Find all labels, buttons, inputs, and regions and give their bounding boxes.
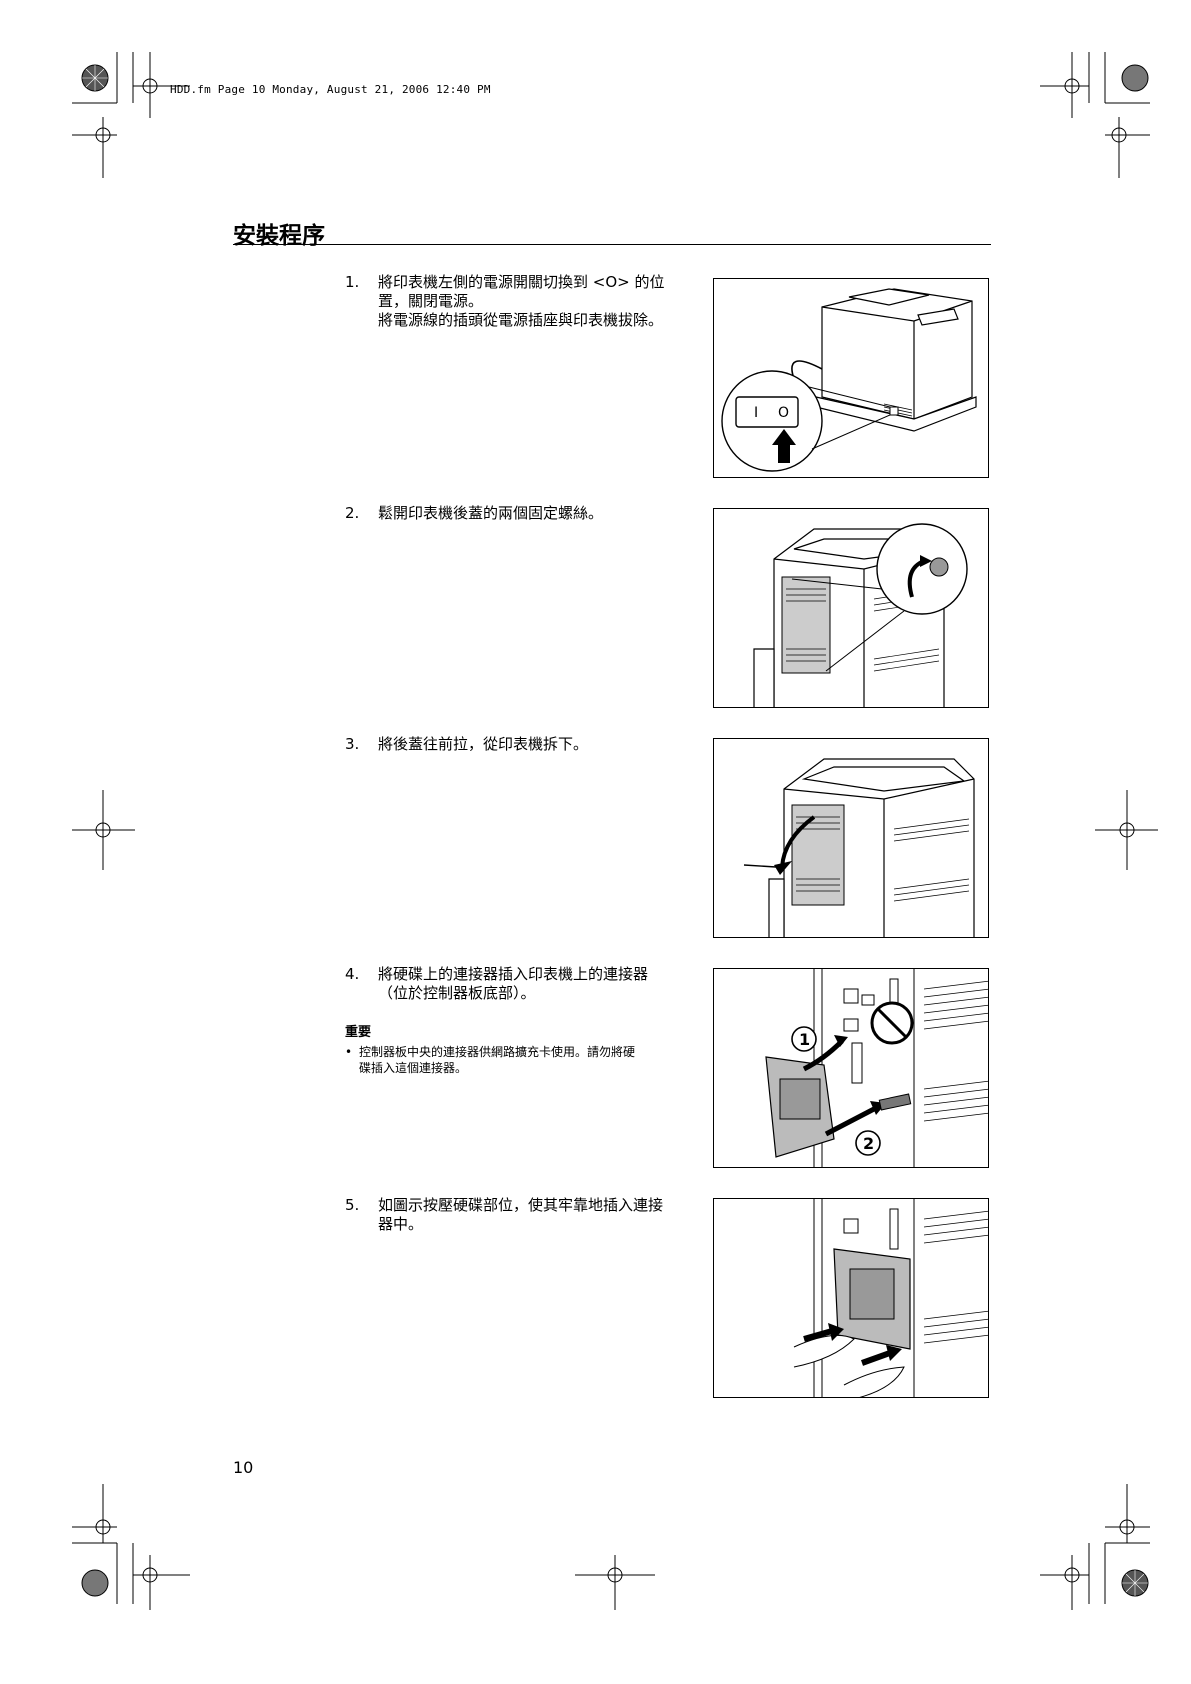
step-number: 2. (345, 504, 375, 523)
step-number: 4. (345, 965, 375, 984)
title-rule (233, 244, 991, 245)
important-text-line: 碟插入這個連接器。 (359, 1060, 685, 1076)
page-number: 10 (233, 1458, 253, 1477)
step-number: 3. (345, 735, 375, 754)
step-1: 1. 將印表機左側的電源開關切換到 <O> 的位 置，關閉電源。 將電源線的插頭… (345, 273, 690, 330)
step-4: 4. 將硬碟上的連接器插入印表機上的連接器 （位於控制器板底部）。 (345, 965, 690, 1003)
important-text-line: 控制器板中央的連接器供網路擴充卡使用。請勿將硬 (359, 1044, 685, 1060)
step-text-line: 鬆開印表機後蓋的兩個固定螺絲。 (378, 504, 690, 523)
switch-off-label: O (778, 405, 789, 421)
figure-press-hdd (713, 1198, 989, 1398)
step-text-line: （位於控制器板底部）。 (378, 984, 690, 1003)
figure-loosen-screws (713, 508, 989, 708)
step-text-line: 置，關閉電源。 (378, 292, 690, 311)
step-5: 5. 如圖示按壓硬碟部位，使其牢靠地插入連接 器中。 (345, 1196, 690, 1234)
step-text-line: 將印表機左側的電源開關切換到 <O> 的位 (378, 273, 690, 292)
step-text-line: 將電源線的插頭從電源插座與印表機拔除。 (378, 311, 690, 330)
press-arrow-right-icon (862, 1353, 890, 1363)
figure-remove-cover (713, 738, 989, 938)
step-text-line: 將硬碟上的連接器插入印表機上的連接器 (378, 965, 690, 984)
step-3: 3. 將後蓋往前拉，從印表機拆下。 (345, 735, 690, 754)
file-info-header: HDD.fm Page 10 Monday, August 21, 2006 1… (170, 83, 491, 96)
important-title: 重要 (345, 1021, 685, 1040)
arrow-step-2-icon (826, 1109, 874, 1134)
step-text-line: 將後蓋往前拉，從印表機拆下。 (378, 735, 690, 754)
step-2: 2. 鬆開印表機後蓋的兩個固定螺絲。 (345, 504, 690, 523)
step-number: 1. (345, 273, 375, 292)
callout-2: 2 (863, 1134, 874, 1153)
callout-1: 1 (799, 1030, 810, 1049)
bullet: • (345, 1044, 352, 1060)
figure-power-switch: I O (713, 278, 989, 478)
step-text-line: 器中。 (378, 1215, 690, 1234)
important-note: 重要 • 控制器板中央的連接器供網路擴充卡使用。請勿將硬 碟插入這個連接器。 (345, 1021, 685, 1076)
switch-on-label: I (754, 405, 758, 421)
figure-insert-connector: 1 2 (713, 968, 989, 1168)
step-number: 5. (345, 1196, 375, 1215)
step-text-line: 如圖示按壓硬碟部位，使其牢靠地插入連接 (378, 1196, 690, 1215)
